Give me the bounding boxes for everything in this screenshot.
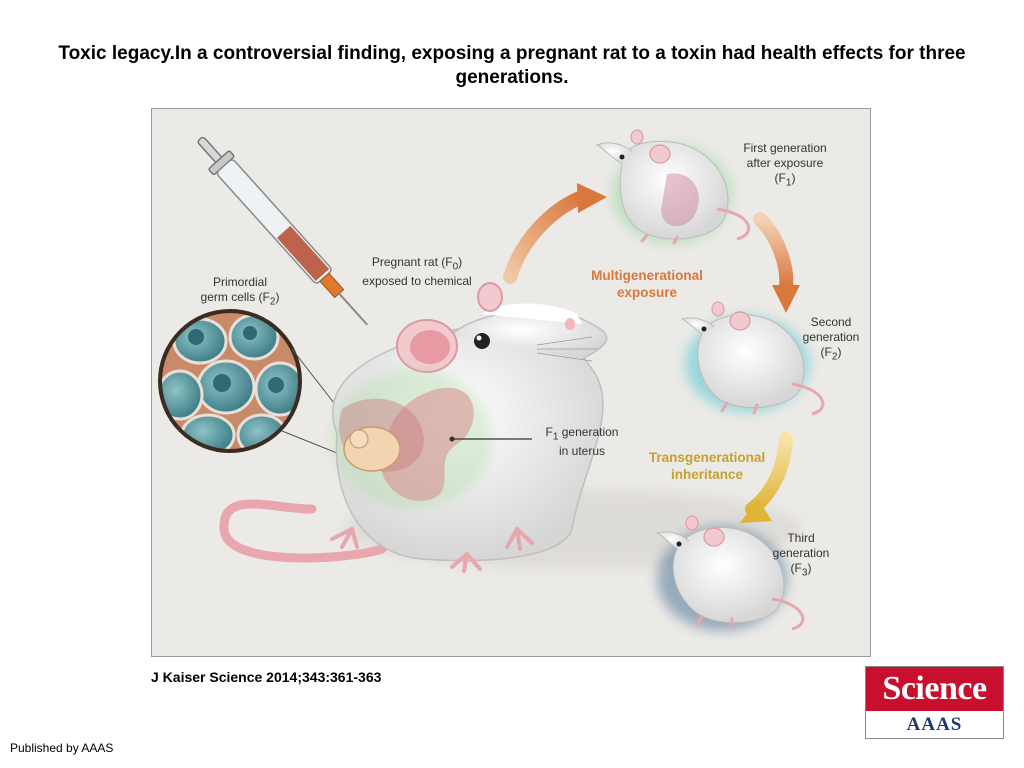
label-first-line3: (F1) — [774, 171, 796, 189]
label-transgenerational-inheritance: Transgenerational inheritance — [632, 449, 782, 483]
multigenerational-arrow — [503, 183, 607, 284]
publisher-credit: Published by AAAS — [10, 741, 114, 755]
figure-panel: Primordial germ cells (F2) Pregnant rat … — [151, 108, 871, 657]
label-second-generation: Second generation (F2) — [796, 315, 866, 364]
syringe-icon — [197, 136, 369, 326]
citation: J Kaiser Science 2014;343:361-363 — [151, 669, 382, 685]
label-second-line2: generation — [802, 330, 860, 344]
science-aaas-logo: Science AAAS — [865, 666, 1004, 739]
label-multi-line2: exposure — [616, 285, 678, 300]
label-second-line1: Second — [810, 315, 852, 329]
label-trans-line2: inheritance — [670, 467, 744, 482]
label-primordial-line1: Primordial — [212, 275, 267, 289]
label-f1-uterus-line1: F1 generation — [545, 425, 619, 443]
label-first-generation: First generation after exposure (F1) — [720, 141, 850, 190]
label-third-line3: (F3) — [790, 561, 812, 579]
label-trans-line1: Transgenerational — [648, 450, 766, 465]
label-pregnant-rat: Pregnant rat (F0) exposed to chemical — [352, 255, 482, 289]
science-wordmark: Science — [866, 667, 1003, 711]
transgenerational-arrow — [740, 432, 793, 523]
aaas-wordmark: AAAS — [906, 714, 963, 735]
label-f1-uterus-line2: in uterus — [558, 444, 606, 459]
label-second-line3: (F2) — [820, 345, 842, 363]
label-first-line2: after exposure — [746, 156, 824, 170]
label-third-line2: generation — [772, 546, 830, 560]
label-multi-line1: Multigenerational — [591, 268, 703, 283]
f1-rat-icon — [595, 129, 750, 245]
label-pregnant-line1: Pregnant rat (F0) — [371, 255, 463, 273]
f2-rat-icon — [680, 301, 825, 416]
label-third-line1: Third — [787, 531, 815, 545]
label-primordial-germ-cells: Primordial germ cells (F2) — [180, 275, 300, 309]
label-primordial-line2: germ cells (F2) — [200, 290, 280, 308]
germ-cells-magnified-icon — [158, 309, 363, 460]
slide-title: Toxic legacy.In a controversial finding,… — [58, 43, 966, 88]
first-to-second-arrow — [753, 212, 800, 313]
diagram-illustration — [158, 129, 825, 631]
f3-rat-icon — [655, 515, 805, 631]
label-multigenerational-exposure: Multigenerational exposure — [572, 267, 722, 301]
label-first-line1: First generation — [743, 141, 827, 155]
label-f1-in-uterus: F1 generation in uterus — [532, 425, 632, 459]
label-pregnant-line2: exposed to chemical — [362, 274, 472, 289]
pregnant-rat-icon — [219, 282, 608, 573]
label-third-generation: Third generation (F3) — [766, 531, 836, 580]
